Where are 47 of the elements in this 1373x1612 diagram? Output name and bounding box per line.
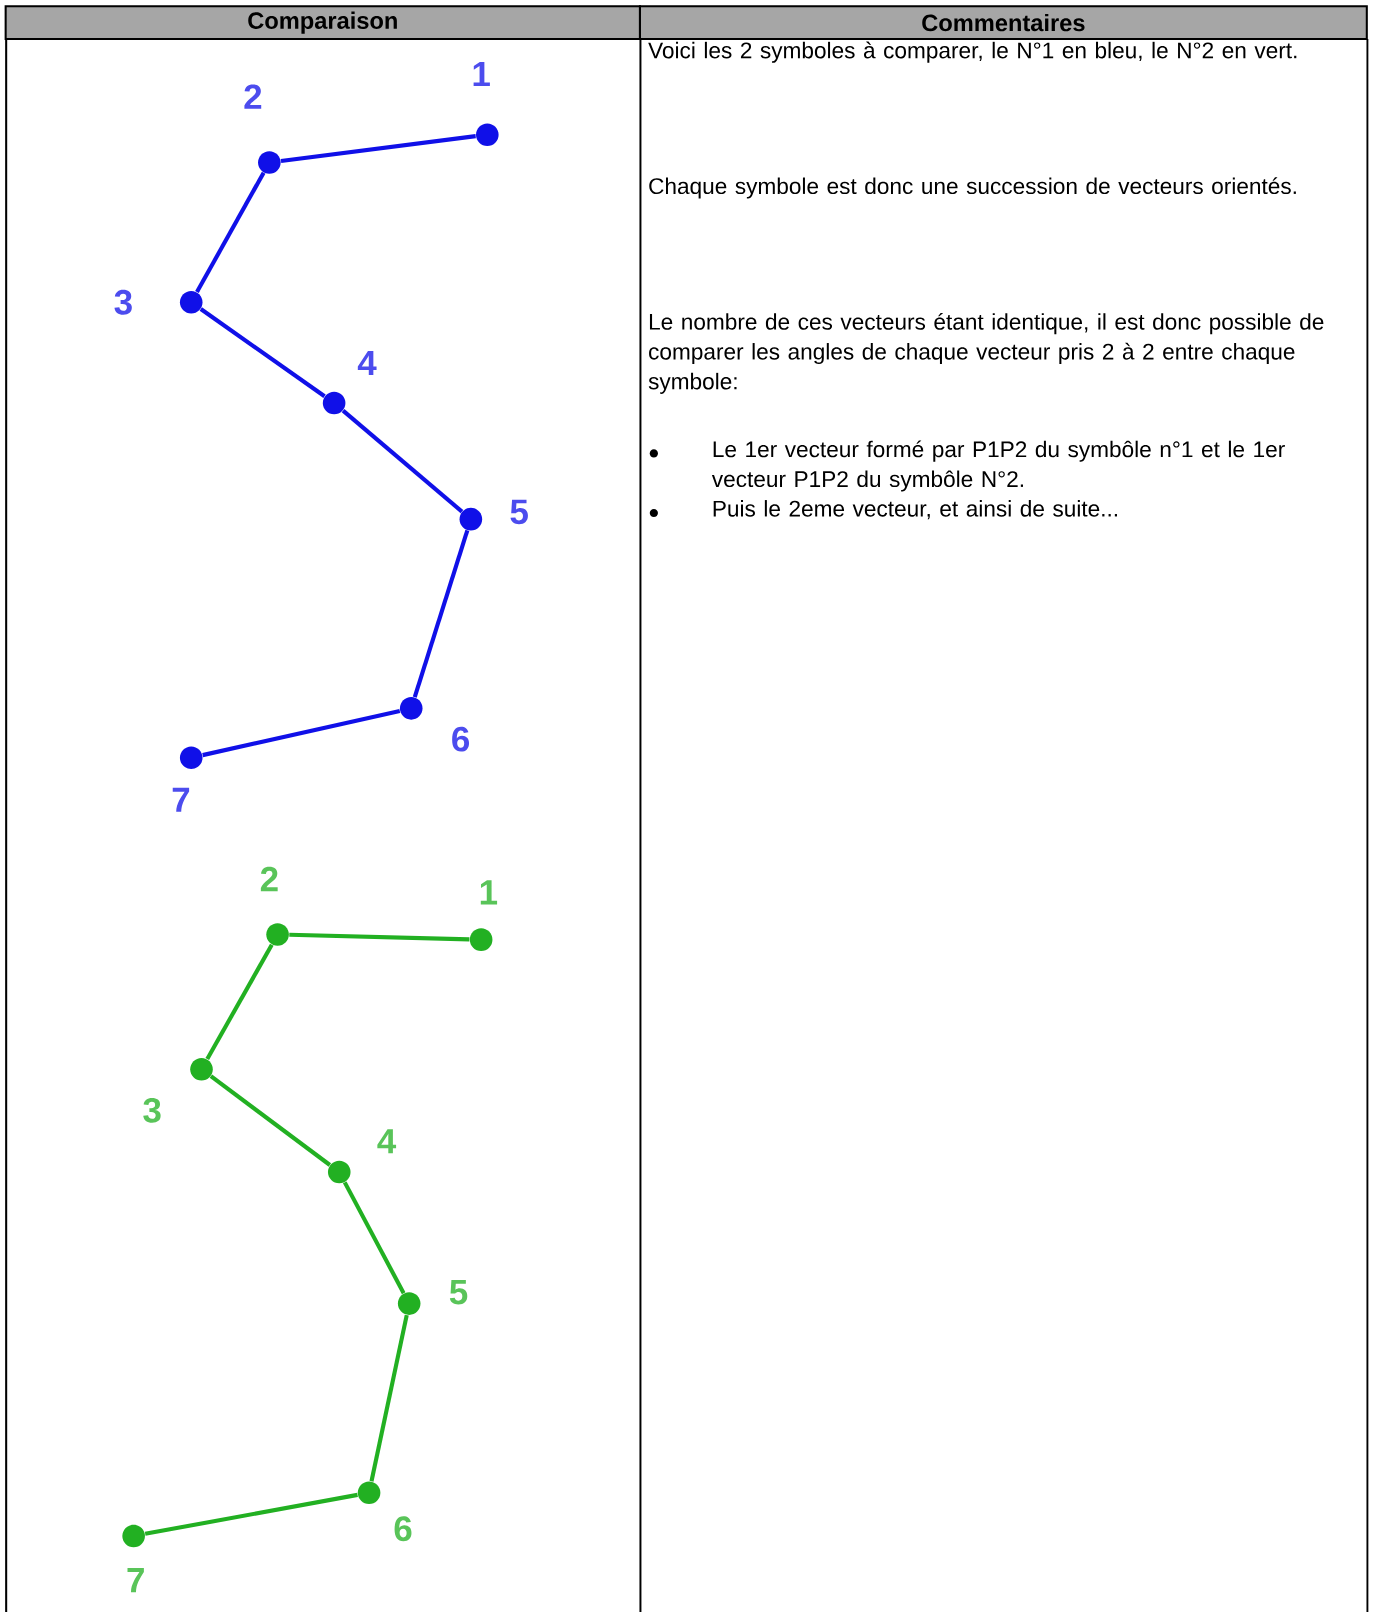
point-dot	[322, 391, 346, 415]
point-dot	[469, 928, 493, 951]
point-number: 7	[127, 1568, 144, 1593]
line-segment	[342, 1181, 406, 1295]
point-dot	[399, 697, 423, 720]
header-cell: Comparaison	[4, 5, 641, 41]
point-number: 5	[449, 1280, 468, 1305]
point-number: 2	[260, 866, 278, 892]
point-dot	[266, 923, 289, 946]
paragraph: Le nombre de ces vecteurs étant identique, il est donc possible de comparer les angles de chaque vecteur pris 2 à 2 entre chaque symbole:	[648, 312, 1324, 394]
line-segment	[209, 1074, 331, 1167]
list-item: Puis le 2eme vecteur, et ainsi de suite...	[713, 500, 1117, 520]
point-number: 4	[377, 1129, 396, 1154]
line-segment	[144, 1492, 358, 1536]
point-number: 5	[510, 499, 528, 525]
line-segment	[194, 171, 266, 294]
line-segment	[280, 134, 476, 163]
point-dot	[179, 746, 203, 769]
paragraph: Voici les 2 symboles à comparer, le N°1 en bleu, le N°2 en vert.	[647, 41, 1297, 63]
point-dot	[179, 290, 203, 314]
point-dot	[397, 1292, 421, 1315]
point-number: 2	[244, 84, 261, 109]
point-dot	[257, 151, 281, 174]
point-dot	[357, 1481, 381, 1505]
line-segment	[199, 307, 326, 398]
point-number: 4	[357, 350, 377, 375]
point-number: 6	[394, 1516, 412, 1542]
point-number: 1	[473, 62, 490, 87]
paragraph: Chaque symbole est donc une succession de vecteurs orientés.	[649, 177, 1296, 199]
point-dot	[327, 1160, 351, 1184]
line-segment	[341, 409, 463, 514]
list-item: Le 1er vecteur formé par P1P2 du symbôle n°1 et le 1er vecteur P1P2 du symbôle N°2.	[711, 440, 1285, 492]
point-dot	[122, 1524, 145, 1548]
point-number: 6	[451, 726, 469, 752]
line-segment	[412, 529, 470, 698]
header-cell: Commentaires	[638, 5, 1368, 41]
line-segment	[289, 932, 470, 942]
point-dot	[189, 1057, 213, 1081]
line-segment	[205, 943, 274, 1060]
point-number: 3	[143, 1097, 161, 1123]
line-segment	[369, 1314, 409, 1482]
point-dot	[475, 123, 499, 146]
point-dot	[459, 507, 482, 531]
point-number: 1	[480, 880, 497, 905]
point-number: 7	[172, 787, 189, 812]
line-segment	[201, 708, 400, 758]
point-number: 3	[114, 289, 132, 315]
